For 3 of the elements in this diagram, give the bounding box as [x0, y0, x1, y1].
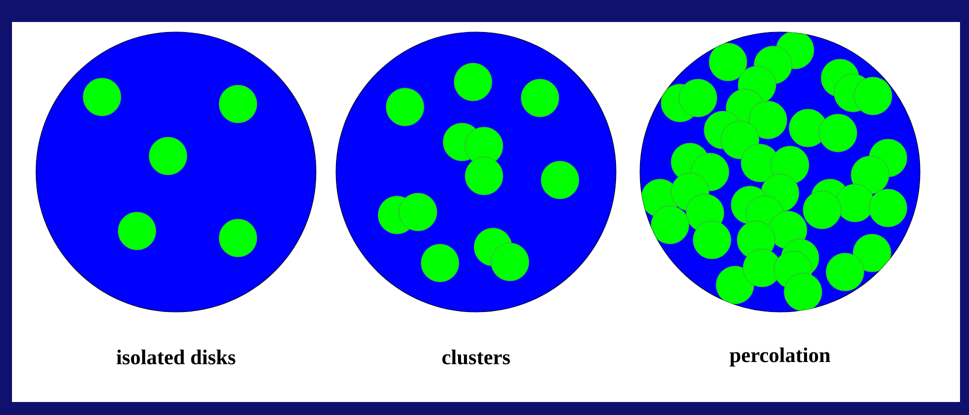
node-label: clusters: [442, 350, 510, 364]
node-label: percolation: [730, 347, 830, 367]
node-label: isolated disks: [116, 350, 236, 364]
